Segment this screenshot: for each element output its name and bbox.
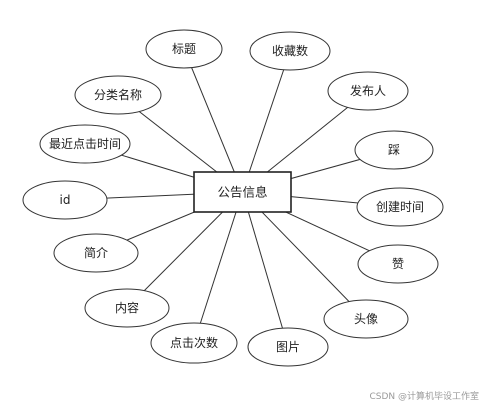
attribute-ellipse-content bbox=[84, 288, 170, 328]
attribute-avatar: 头像 bbox=[323, 299, 409, 339]
attribute-label-avatar: 头像 bbox=[354, 312, 378, 326]
edge-title bbox=[183, 48, 243, 193]
attribute-label-clicks: 点击次数 bbox=[170, 335, 218, 350]
entity-node: 公告信息 bbox=[193, 171, 292, 213]
attribute-label-content: 内容 bbox=[115, 300, 139, 315]
attribute-clicks: 点击次数 bbox=[150, 322, 238, 364]
edge-clicks bbox=[193, 191, 243, 344]
attribute-ellipse-like bbox=[357, 244, 439, 284]
watermark: CSDN @计算机毕设工作室 bbox=[369, 392, 479, 402]
attribute-ellipse-image bbox=[247, 327, 329, 367]
attribute-ellipse-title bbox=[145, 29, 223, 69]
attribute-image: 图片 bbox=[247, 327, 329, 367]
attribute-label-last-click-time: 最近点击时间 bbox=[49, 137, 121, 151]
attribute-ellipse-last-click-time bbox=[39, 124, 131, 164]
attribute-label-category-name: 分类名称 bbox=[94, 87, 142, 102]
attribute-ellipse-category-name bbox=[74, 75, 162, 115]
attribute-label-favorites: 收藏数 bbox=[272, 43, 308, 58]
attribute-content: 内容 bbox=[84, 288, 170, 328]
attribute-publisher: 发布人 bbox=[327, 71, 409, 111]
attribute-id: id bbox=[22, 180, 108, 220]
attribute-ellipse-avatar bbox=[323, 299, 409, 339]
attribute-ellipse-intro bbox=[53, 233, 139, 273]
attribute-favorites: 收藏数 bbox=[249, 31, 331, 71]
attribute-ellipse-id bbox=[22, 180, 108, 220]
attribute-label-like: 赞 bbox=[392, 257, 404, 271]
edge-favorites bbox=[242, 50, 291, 193]
attribute-label-title: 标题 bbox=[172, 42, 196, 56]
attribute-label-id: id bbox=[60, 193, 71, 207]
attribute-ellipse-publisher bbox=[327, 71, 409, 111]
attribute-created-at: 创建时间 bbox=[356, 187, 444, 227]
attribute-category-name: 分类名称 bbox=[74, 75, 162, 115]
attribute-ellipse-dislike bbox=[354, 130, 434, 170]
attribute-label-dislike: 踩 bbox=[388, 143, 400, 157]
attribute-dislike: 踩 bbox=[354, 130, 434, 170]
entity-box bbox=[193, 171, 292, 213]
entity-label: 公告信息 bbox=[217, 185, 267, 200]
attribute-intro: 简介 bbox=[53, 233, 139, 273]
attribute-label-image: 图片 bbox=[276, 340, 300, 354]
attribute-ellipse-created-at bbox=[356, 187, 444, 227]
attribute-title: 标题 bbox=[145, 29, 223, 69]
attribute-ellipse-clicks bbox=[150, 322, 238, 364]
attribute-label-intro: 简介 bbox=[84, 246, 108, 260]
attribute-like: 赞 bbox=[357, 244, 439, 284]
attribute-label-publisher: 发布人 bbox=[350, 83, 386, 98]
attribute-label-created-at: 创建时间 bbox=[376, 200, 424, 214]
attribute-last-click-time: 最近点击时间 bbox=[39, 124, 131, 164]
attribute-ellipse-favorites bbox=[249, 31, 331, 71]
edge-image bbox=[242, 191, 289, 348]
edge-avatar bbox=[242, 191, 367, 320]
